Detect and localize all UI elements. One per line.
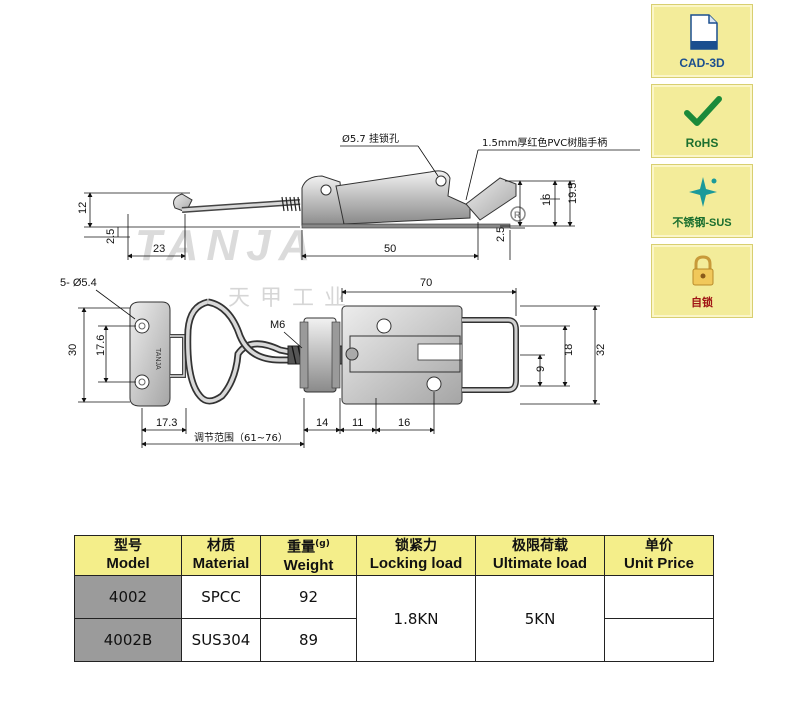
badge-sus-label: 不锈钢-SUS: [672, 217, 732, 229]
header-weight: 重量(g)Weight: [260, 535, 357, 576]
side-view-dimensions: [84, 180, 575, 260]
badge-sus[interactable]: 不锈钢-SUS: [651, 164, 753, 238]
cell-model: 4002B: [74, 618, 182, 662]
cell-unit-price: [604, 575, 714, 619]
table-row: 4002B SUS304 89: [74, 618, 714, 662]
watermark-cn: 天甲工业: [228, 286, 356, 311]
cell-weight: 92: [260, 575, 357, 619]
dim-16: 16: [541, 194, 553, 206]
badge-rohs-label: RoHS: [685, 136, 719, 150]
callout-lock-hole: Ø5.7 挂锁孔: [342, 132, 399, 145]
sparkle-icon: [689, 177, 717, 207]
padlock-icon: [692, 255, 714, 286]
dim-32: 32: [595, 344, 607, 356]
badge-rohs[interactable]: RoHS: [651, 84, 753, 158]
dim-mount-holes: 5- Ø5.4: [60, 277, 97, 289]
cell-locking-load: 1.8KN: [356, 575, 476, 662]
dim-30: 30: [67, 344, 79, 356]
table-row: 4002 SPCC 92 1.8KN 5KN: [74, 575, 714, 662]
dim-50: 50: [384, 243, 396, 255]
feature-badges: CAD-3D RoHS 不锈钢-SUS 自锁: [651, 4, 753, 324]
dim-18: 18: [563, 344, 575, 356]
svg-text:R: R: [514, 210, 521, 220]
cell-unit-price: [604, 618, 714, 662]
dim-adjust-range: 调节范围（61~76）: [194, 431, 288, 444]
plan-view: TANJA: [129, 298, 519, 407]
callout-handle: 1.5mm厚红色PVC树脂手柄: [482, 136, 607, 149]
dim-17-6: 17.6: [95, 335, 107, 356]
badge-cad-label: CAD-3D: [679, 56, 725, 70]
dim-2-5-left: 2.5: [105, 229, 117, 244]
document-icon: [690, 14, 718, 50]
side-view: R: [173, 170, 526, 229]
badge-cad-3d[interactable]: CAD-3D: [651, 4, 753, 78]
cell-weight: 89: [260, 618, 357, 662]
dim-19-5: 19.5: [567, 183, 579, 204]
dim-17-3: 17.3: [156, 417, 177, 429]
plate-stamp: TANJA: [154, 348, 161, 370]
cell-material: SPCC: [181, 575, 261, 619]
technical-drawing: TANJA 天甲工业 R: [60, 132, 640, 448]
dim-70: 70: [420, 277, 432, 289]
dim-14: 14: [316, 417, 328, 429]
dim-2-5-right: 2.5: [495, 227, 507, 242]
cell-ultimate-load: 5KN: [475, 575, 605, 662]
dim-23: 23: [153, 243, 165, 255]
dim-9: 9: [535, 366, 547, 372]
badge-self-lock[interactable]: 自锁: [651, 244, 753, 318]
dim-16b: 16: [398, 417, 410, 429]
cell-model: 4002: [74, 575, 182, 619]
dim-12: 12: [77, 202, 89, 214]
checkmark-icon: [684, 96, 722, 126]
dim-11: 11: [352, 417, 363, 429]
watermark-brand: TANJA: [135, 221, 318, 270]
dim-thread: M6: [270, 319, 285, 331]
cell-material: SUS304: [181, 618, 261, 662]
badge-lock-label: 自锁: [691, 297, 713, 309]
plan-view-dimensions: [78, 288, 600, 448]
